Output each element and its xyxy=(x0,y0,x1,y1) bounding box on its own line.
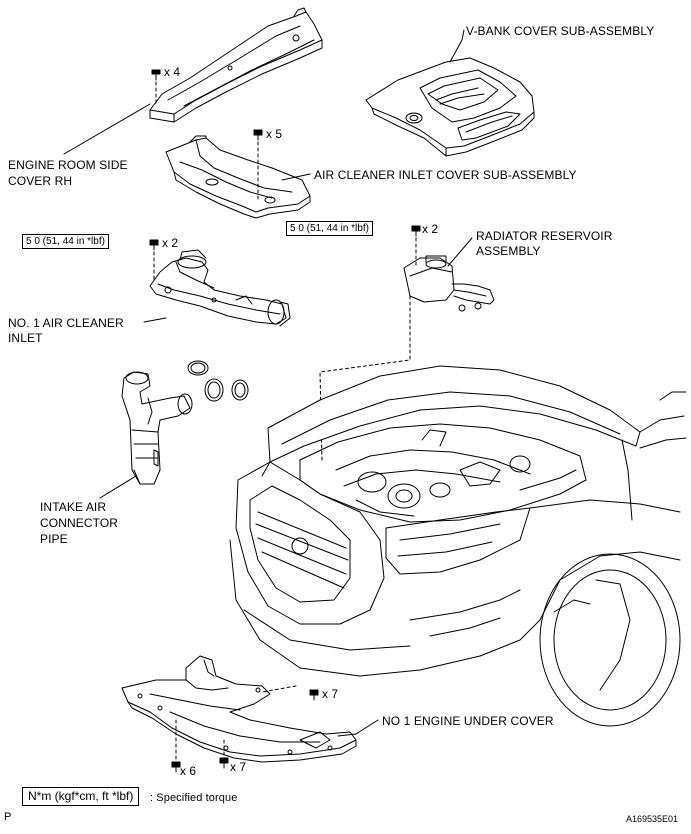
label-intake-air-connector-line3: PIPE xyxy=(40,532,68,546)
leader-radiator-reservoir xyxy=(448,238,472,266)
label-engine-room-side-cover-line2: COVER RH xyxy=(8,174,73,188)
label-v-bank-cover: V-BANK COVER SUB-ASSEMBLY xyxy=(466,24,655,38)
label-no1-air-cleaner-inlet-line1: NO. 1 AIR CLEANER xyxy=(8,316,124,330)
label-no1-air-cleaner-inlet-line2: INLET xyxy=(8,331,43,345)
qty-air-cleaner-bolts: x 2 xyxy=(162,236,179,250)
no1-air-cleaner-inlet xyxy=(150,250,290,326)
engine-room-side-cover-rh xyxy=(150,8,322,122)
legend-torque-text: : Specified torque xyxy=(150,792,238,804)
reservoir-bolt xyxy=(412,226,420,268)
side-cover-clip xyxy=(152,70,160,104)
torque-spec-radiator-reservoir: 5 0 (51, 44 in *lbf) xyxy=(286,221,373,236)
leader-v-bank-cover xyxy=(450,30,464,62)
air-cleaner-bolt xyxy=(150,240,158,282)
leader-side-cover xyxy=(64,104,150,154)
v-bank-cover xyxy=(366,58,534,156)
vehicle-front xyxy=(230,366,686,726)
qty-inlet-cover-clips: x 5 xyxy=(266,127,283,141)
legend-torque-box: N*m (kgf*cm, ft *lbf) xyxy=(22,787,140,806)
air-cleaner-inlet-cover xyxy=(166,136,310,218)
gasket-rings xyxy=(188,361,248,401)
qty-under-cover-front: x 7 xyxy=(230,760,247,774)
figure-id: A169535E01 xyxy=(626,814,679,824)
no1-engine-under-cover xyxy=(122,656,356,762)
under-cover-left-clip xyxy=(172,720,180,772)
qty-under-cover-left: x 6 xyxy=(180,764,197,778)
label-no1-engine-under-cover: NO 1 ENGINE UNDER COVER xyxy=(382,714,554,728)
leader-no1-air-cleaner-inlet xyxy=(144,318,166,322)
under-cover-front-clip xyxy=(220,740,228,768)
label-radiator-reservoir-line1: RADIATOR RESERVOIR xyxy=(476,229,613,243)
qty-side-cover-clips: x 4 xyxy=(164,65,181,79)
label-air-cleaner-inlet-cover: AIR CLEANER INLET COVER SUB-ASSEMBLY xyxy=(314,168,577,182)
label-intake-air-connector-line1: INTAKE AIR xyxy=(40,500,107,514)
intake-air-connector-pipe xyxy=(122,372,192,484)
label-radiator-reservoir-line2: ASSEMBLY xyxy=(476,244,541,258)
qty-reservoir-bolts: x 2 xyxy=(422,222,439,236)
label-engine-room-side-cover-line1: ENGINE ROOM SIDE xyxy=(8,158,128,172)
leader-inlet-cover xyxy=(282,174,310,180)
radiator-reservoir xyxy=(404,256,494,311)
leader-under-cover xyxy=(356,720,378,734)
inlet-cover-clip xyxy=(254,130,262,200)
label-intake-air-connector-line2: CONNECTOR xyxy=(40,516,119,530)
leader-under-cover-tail xyxy=(338,734,356,736)
under-cover-rear-clip xyxy=(262,686,318,700)
qty-under-cover-rear: x 7 xyxy=(322,687,339,701)
page-marker: P xyxy=(4,811,12,823)
torque-spec-air-cleaner-inlet: 5 0 (51, 44 in *lbf) xyxy=(22,234,109,249)
leader-intake-air-connector xyxy=(100,476,136,498)
